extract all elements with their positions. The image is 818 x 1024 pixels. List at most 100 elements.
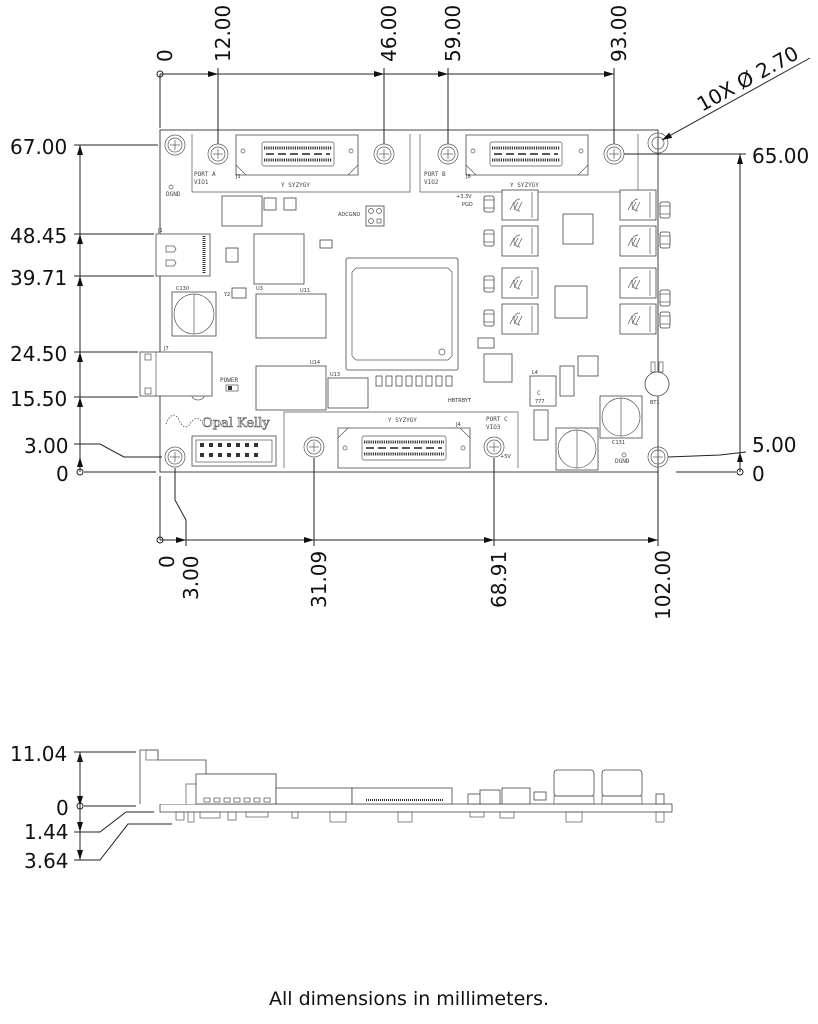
bottom-dimensions: 0 3.00 31.09 68.91 102.00 (155, 458, 675, 620)
side-capacitor-2 (601, 769, 643, 797)
bottom-dim-102: 102.00 (651, 550, 675, 620)
port-b-label: PORT B (424, 171, 446, 178)
mounting-hole (647, 446, 669, 468)
left-dim-67: 67.00 (10, 135, 67, 159)
hole-callout: 10X Ø 2.70 (661, 41, 811, 141)
ref-u13: U13 (330, 372, 340, 378)
ic-u20 (483, 353, 513, 383)
v33-label: +3.3V (456, 194, 472, 200)
units-note: All dimensions in millimeters. (268, 988, 550, 1010)
side-connector-c (351, 787, 453, 805)
bottom-dim-31: 31.09 (307, 551, 331, 608)
port-c-vio-label: VIO3 (486, 424, 501, 431)
bottom-dim-origin: 0 (155, 555, 179, 568)
top-dim-46: 46.00 (377, 5, 401, 62)
port-a-connector: PORT A VIO1 J1 Y SYZYGY (191, 134, 411, 193)
hole-callout-text: 10X Ø 2.70 (693, 41, 803, 116)
mounting-hole (437, 143, 459, 165)
ref-c131: C131 (612, 440, 625, 446)
ref-j1: J1 (235, 174, 241, 180)
top-dim-59: 59.00 (441, 5, 465, 62)
side-dim-3-64: 3.64 (24, 849, 69, 873)
top-dim-93: 93.00 (607, 5, 631, 62)
adcgnd-label: ADCGND (338, 212, 360, 218)
v5-label: +5V (500, 454, 511, 460)
mounting-hole (164, 134, 186, 156)
top-dim-12: 12.00 (211, 5, 235, 62)
inductor-l4: L4 C 777 (529, 355, 599, 441)
ref-l4: L4 (532, 370, 538, 376)
mounting-hole (207, 143, 229, 165)
left-dim-3: 3.00 (24, 434, 69, 458)
side-usb (275, 787, 353, 805)
left-dimensions: 67.00 48.45 39.71 24.50 15.50 3.00 0 (10, 135, 162, 486)
syzygy-label-c: Y SYZYGY (388, 417, 417, 424)
port-c-label: PORT C (486, 416, 508, 423)
pgood-label: PGD (462, 202, 473, 208)
logo-text: Opal Kelly (202, 416, 270, 431)
port-a-vio-label: VIO1 (194, 179, 209, 186)
ref-u14: U14 (310, 360, 320, 366)
right-dim-65: 65.00 (752, 144, 809, 168)
power-label: POWER (220, 377, 238, 384)
side-dim-origin: 0 (56, 796, 69, 820)
dgnd-right-label: DGND (615, 458, 630, 465)
right-dim-origin: 0 (752, 462, 765, 486)
top-dim-origin: 0 (153, 49, 177, 62)
bottom-dim-3: 3.00 (179, 555, 203, 600)
capacitor-c130: C130 (171, 286, 217, 337)
power-inductors: +3.3V PGD (456, 189, 671, 335)
side-dim-1-44: 1.44 (24, 820, 69, 844)
battery-bt1: BT1 (644, 361, 670, 406)
fpga-chip (345, 257, 459, 371)
mounting-hole (303, 436, 325, 458)
port-b-connector: PORT B VIO2 J8 Y SYZYGY (419, 134, 639, 193)
top-view: PORT A VIO1 J1 Y SYZYGY PORT B VIO2 J8 Y… (10, 5, 811, 620)
bottom-dim-68: 68.91 (487, 551, 511, 608)
heartbeat-label: HBTRBYT (448, 398, 472, 404)
dgnd-left-label: DGND (166, 191, 181, 198)
capacitor-c131: C131 (599, 395, 643, 446)
syzygy-label-b: Y SYZYGY (510, 182, 539, 189)
mounting-holes (164, 132, 669, 468)
l4-mark: 777 (535, 399, 545, 405)
side-capacitor-1 (553, 769, 595, 797)
ref-j4: J4 (455, 422, 461, 428)
power-led: POWER (220, 377, 238, 392)
port-b-vio-label: VIO2 (424, 179, 439, 186)
ref-y2: Y2 (223, 292, 230, 298)
syzygy-label-a: Y SYZYGY (281, 182, 310, 189)
left-dim-48: 48.45 (10, 224, 67, 248)
usb-connector: J1 (155, 228, 211, 277)
mounting-hole (603, 143, 625, 165)
side-dim-11: 11.04 (10, 742, 67, 766)
ic-cluster-left: U3 U11 U14 U13 Y2 (221, 195, 369, 411)
port-c-connector: PORT C VIO3 J4 Y SYZYGY (283, 411, 519, 469)
side-dimensions: 11.04 0 1.44 3.64 (10, 742, 172, 873)
opal-kelly-logo: Opal Kelly (165, 414, 271, 431)
top-dimensions: 0 12.00 46.00 59.00 93.00 (153, 5, 631, 144)
side-view: 11.04 0 1.44 3.64 (10, 742, 673, 873)
left-dim-24: 24.50 (10, 342, 67, 366)
right-dim-5: 5.00 (752, 433, 797, 457)
led-bar: HBTRBYT (375, 375, 472, 404)
ref-c130: C130 (176, 286, 189, 292)
mounting-hole (373, 143, 395, 165)
left-dim-origin: 0 (56, 462, 69, 486)
ref-u3: U3 (256, 286, 263, 292)
mounting-hole (647, 132, 669, 154)
jtag-header (191, 435, 277, 467)
ref-bt1: BT1 (650, 400, 660, 406)
ref-usb-j1: J1 (157, 228, 163, 234)
l4-mark-c: C (537, 390, 541, 397)
side-pcb (159, 803, 673, 813)
capacitor-bottom (555, 427, 599, 471)
port-a-label: PORT A (194, 171, 216, 178)
ref-u11: U11 (300, 288, 310, 294)
ref-j8: J8 (465, 174, 471, 180)
adc-header: ADCGND (338, 205, 385, 227)
power-jack: J7 (139, 346, 213, 401)
mounting-hole (164, 446, 186, 468)
left-dim-15: 15.50 (10, 387, 67, 411)
